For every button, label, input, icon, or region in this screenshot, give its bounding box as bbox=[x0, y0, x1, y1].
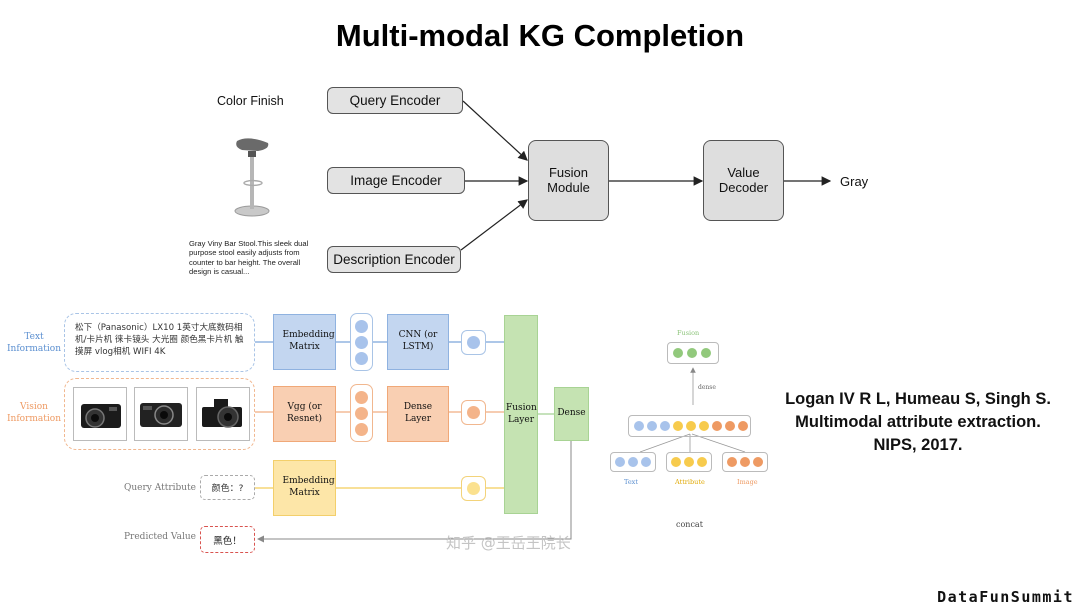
embedding-matrix-query-block: Embedding Matrix bbox=[273, 460, 336, 516]
text-information-label: Text Information bbox=[6, 332, 61, 354]
dense-to-output-arrow bbox=[257, 441, 572, 543]
fusion-module-box: Fusion Module bbox=[528, 140, 609, 221]
camera-image-1 bbox=[73, 387, 127, 441]
citation-text: Logan IV R L, Humeau S, Singh S. Multimo… bbox=[785, 390, 1051, 454]
dense-label: Dense bbox=[557, 408, 586, 419]
text-token-vector bbox=[350, 313, 373, 371]
arrow-description-to-fusion bbox=[460, 199, 528, 251]
text-feature-vector bbox=[461, 330, 486, 355]
concat-fusion-label: Fusion bbox=[677, 329, 700, 337]
concat-attribute-vector bbox=[666, 452, 712, 472]
vgg-label: Vgg (or Resnet) bbox=[287, 402, 322, 424]
fusion-layer-block: Fusion Layer bbox=[504, 315, 538, 514]
vision-input-group bbox=[64, 378, 255, 450]
query-encoder-box: Query Encoder bbox=[327, 87, 463, 114]
description-encoder-box: Description Encoder bbox=[327, 246, 461, 273]
cnn-block: CNN (or LSTM) bbox=[387, 314, 449, 370]
embedding-matrix-text-label: Embedding Matrix bbox=[282, 330, 335, 352]
camera-image-2 bbox=[134, 387, 188, 441]
concat-text-vector bbox=[610, 452, 656, 472]
concat-image-label: Image bbox=[737, 478, 758, 486]
brand-logo-text: DataFunSummit bbox=[937, 588, 1074, 606]
output-value: Gray bbox=[840, 174, 869, 189]
text-input-group: 松下（Panasonic）LX10 1英寸大底数码相机/卡片机 徕卡镜头 大光圈… bbox=[64, 313, 255, 372]
concat-fusion-vector bbox=[667, 342, 719, 364]
concat-dense-label: dense bbox=[698, 384, 716, 391]
query-attribute-label: Query Attribute bbox=[124, 483, 197, 493]
predicted-value-label: Predicted Value bbox=[124, 532, 196, 542]
bar-stool-image bbox=[234, 138, 270, 217]
product-text: 松下（Panasonic）LX10 1英寸大底数码相机/卡片机 徕卡镜头 大光圈… bbox=[75, 323, 244, 357]
value-decoder-label: Value Decoder bbox=[718, 164, 769, 195]
page-title: Multi-modal KG Completion bbox=[335, 18, 745, 53]
image-encoder-box: Image Encoder bbox=[327, 167, 465, 194]
vision-feature-vector bbox=[350, 384, 373, 442]
concat-caption: concat bbox=[676, 520, 703, 529]
attribute-label: Color Finish bbox=[217, 94, 284, 108]
concat-attribute-label: Attribute bbox=[675, 478, 705, 486]
product-description-text: Gray Viny Bar Stool.This sleek dual purp… bbox=[189, 239, 309, 276]
query-input-box: 颜色：? bbox=[200, 475, 255, 500]
predicted-output-box: 黑色！ bbox=[200, 526, 255, 553]
query-feature-vector bbox=[461, 476, 486, 501]
vision-information-label: Vision Information bbox=[6, 402, 61, 424]
predicted-output-text: 黑色！ bbox=[213, 536, 242, 547]
camera-image-3 bbox=[196, 387, 250, 441]
fusion-layer-label: Fusion Layer bbox=[506, 402, 537, 425]
cnn-label: CNN (or LSTM) bbox=[398, 330, 438, 352]
embedding-matrix-text-block: Embedding Matrix bbox=[273, 314, 336, 370]
arrow-query-to-fusion bbox=[462, 100, 528, 161]
vgg-block: Vgg (or Resnet) bbox=[273, 386, 336, 442]
vision-output-vector bbox=[461, 400, 486, 425]
concat-image-vector bbox=[722, 452, 768, 472]
fusion-module-label: Fusion Module bbox=[547, 164, 590, 195]
query-input-text: 颜色：? bbox=[211, 484, 244, 494]
concat-vector bbox=[628, 415, 751, 437]
concat-text-label: Text bbox=[624, 478, 638, 486]
embedding-matrix-query-label: Embedding Matrix bbox=[282, 476, 335, 498]
value-decoder-box: Value Decoder bbox=[703, 140, 784, 221]
dense-block: Dense bbox=[554, 387, 589, 441]
watermark-text: 知乎 @王岳王院长 bbox=[446, 534, 571, 552]
dense-layer-label: Dense Layer bbox=[403, 402, 433, 424]
dense-layer-block: Dense Layer bbox=[387, 386, 449, 442]
